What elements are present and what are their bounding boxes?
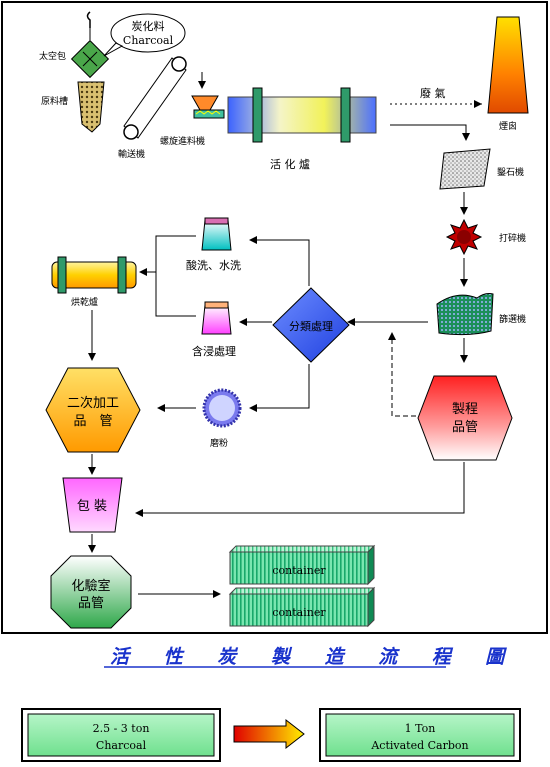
container-2-label: container <box>272 606 326 619</box>
arrow-furnace-to-stone <box>390 124 470 141</box>
grinding-icon <box>202 388 242 428</box>
arrow-qc-to-packaging <box>135 462 465 517</box>
sort-label: 分類處理 <box>289 319 333 333</box>
dryer-icon <box>51 256 137 294</box>
sieve-label: 篩選機 <box>499 313 526 325</box>
hopper-icon <box>77 81 105 133</box>
output-line-1: 1 Ton <box>405 722 436 735</box>
exhaust-arrowhead <box>474 100 482 108</box>
bucket-icon <box>70 11 110 79</box>
bubble-label-zh: 炭化料 <box>132 19 165 33</box>
diagram-title: 活 性 炭 製 造 流 程 圖 <box>110 646 518 668</box>
crusher-icon <box>445 218 483 256</box>
charcoal-bubble: 炭化料 Charcoal <box>103 13 186 57</box>
lab-label-1: 化驗室 <box>71 578 110 594</box>
lab-label-2: 品管 <box>78 596 104 611</box>
container-2: container <box>228 586 376 628</box>
packaging-label: 包 裝 <box>77 499 107 514</box>
packaging-box: 包 裝 <box>62 477 123 533</box>
exhaust-label: 廢 氣 <box>420 86 446 100</box>
furnace-label: 活 化 爐 <box>270 157 310 171</box>
input-line-1: 2.5 - 3 ton <box>93 722 150 735</box>
dryer-label: 烘乾爐 <box>71 296 98 308</box>
chimney-icon <box>487 16 529 114</box>
stone-machine-icon <box>439 148 491 190</box>
input-box: 2.5 - 3 ton Charcoal <box>21 708 221 762</box>
dashed-feedback-arrowhead <box>388 332 396 340</box>
input-line-2: Charcoal <box>96 739 147 752</box>
feeder-icon <box>191 72 225 119</box>
acid-wash-icon <box>201 217 232 251</box>
grinding-label: 磨粉 <box>210 437 228 449</box>
chimney-label: 煙囪 <box>499 120 517 132</box>
conveyor-label: 輸送機 <box>118 148 145 160</box>
arrow-sort-to-grinding <box>249 364 310 412</box>
hopper-label: 原料槽 <box>41 95 68 107</box>
secondary-label-1: 二次加工 <box>67 395 119 411</box>
bucket-label: 太空包 <box>39 50 66 62</box>
dashed-feedback-line <box>391 338 416 417</box>
secondary-processing-hexagon: 二次加工 品 管 <box>45 367 141 453</box>
output-box: 1 Ton Activated Carbon <box>319 708 521 762</box>
sort-diamond: 分類處理 <box>272 287 350 363</box>
arrow-sort-to-acid-wash <box>249 236 310 286</box>
furnace-icon <box>227 87 377 143</box>
process-qc-label-1: 製程 <box>452 402 478 417</box>
sieve-icon <box>436 293 494 336</box>
output-line-2: Activated Carbon <box>370 739 468 752</box>
acid-wash-label: 酸洗、水洗 <box>186 258 241 272</box>
conversion-arrow-icon <box>233 718 305 750</box>
crusher-label: 打碎機 <box>499 232 526 244</box>
container-1: container <box>228 544 376 586</box>
container-1-label: container <box>272 564 326 577</box>
conveyor-icon <box>123 56 187 140</box>
secondary-label-2: 品 管 <box>73 414 112 429</box>
impregnation-label: 含浸處理 <box>192 344 236 358</box>
stone-label: 鑿石機 <box>497 166 524 178</box>
bracket-wash-lines <box>155 235 196 317</box>
process-qc-label-2: 品管 <box>452 420 478 435</box>
impregnation-icon <box>201 301 232 335</box>
feeder-label: 螺旋進料機 <box>160 135 205 147</box>
process-qc-hexagon: 製程 品管 <box>417 375 513 461</box>
lab-qc-shape: 化驗室 品管 <box>50 555 132 629</box>
diagram-frame <box>1 1 548 634</box>
bubble-label-en: Charcoal <box>123 34 174 47</box>
